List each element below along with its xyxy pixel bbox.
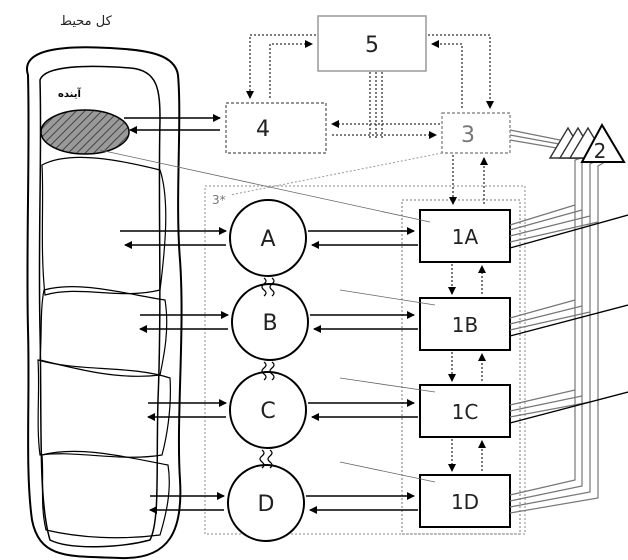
future-label: آینده [58, 87, 82, 100]
system-3-star-label: 3* [212, 193, 226, 207]
right-black-lines [509, 214, 628, 424]
system-4-label: 4 [256, 117, 270, 142]
future-arrows [124, 114, 221, 134]
box-1b-label: 1B [452, 313, 478, 337]
operation-region-d [41, 450, 170, 539]
circle-a: A [229, 199, 307, 277]
environment-circle-arrows [120, 227, 229, 514]
operation-region-c [37, 359, 171, 458]
circle-d: D [227, 464, 305, 542]
box-1a: 1A [419, 209, 511, 263]
system-2-triangles [548, 122, 626, 163]
environment-inner-outline [38, 65, 161, 548]
circle-box-arrows [306, 227, 418, 514]
thin-link-lines [99, 149, 436, 483]
system-5-label: 5 [365, 33, 379, 58]
system-5-box [317, 15, 427, 72]
system-2-label: 2 [594, 139, 607, 163]
system-3-label: 3 [461, 123, 475, 148]
operation-region-a [41, 156, 167, 296]
coordination-column [401, 199, 521, 535]
operation-region-b [39, 286, 168, 377]
environment-outline [25, 46, 183, 560]
system-4-box [225, 102, 327, 154]
box-1d: 1D [419, 474, 511, 528]
box-1c: 1C [419, 384, 511, 438]
circle-b: B [231, 283, 309, 361]
box-1c-label: 1C [452, 400, 479, 424]
circle-d-label: D [258, 492, 275, 517]
box-1-coordination-arrows [448, 264, 486, 472]
system-3-star-region [204, 185, 526, 535]
box-1b: 1B [419, 297, 511, 351]
circle-c: C [229, 371, 307, 449]
system-3-to-1a-arrows [449, 155, 488, 205]
future-ellipse [40, 109, 130, 155]
system-3-box [441, 112, 511, 154]
circle-a-label: A [260, 227, 275, 252]
environment-label: کل محیط [60, 14, 113, 29]
box-1d-label: 1D [451, 490, 479, 514]
circle-c-label: C [260, 399, 275, 424]
control-arrows [246, 34, 494, 140]
circle-wave-links [259, 277, 275, 469]
box-3-to-3-star-link [229, 152, 443, 196]
circle-b-label: B [262, 311, 277, 336]
box-1a-label: 1A [452, 225, 479, 249]
